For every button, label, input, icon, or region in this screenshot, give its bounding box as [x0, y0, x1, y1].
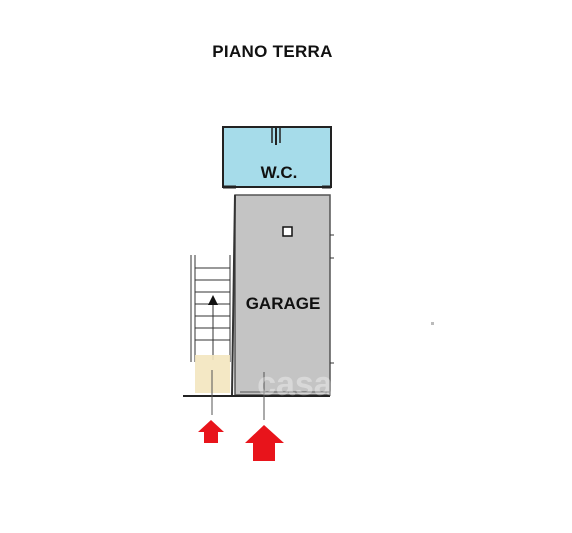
- staircase: [190, 255, 231, 362]
- stray-mark: [431, 322, 434, 325]
- garage-room: GARAGE: [231, 194, 334, 396]
- wc-label: W.C.: [261, 163, 298, 182]
- front-wall: [183, 370, 330, 420]
- garage-label: GARAGE: [246, 294, 321, 313]
- garage-wall-left: [231, 194, 236, 396]
- stair-direction-arrow-icon: [208, 295, 218, 305]
- garage-column: [282, 226, 293, 237]
- watermark-text: casa.it: [257, 365, 363, 403]
- entrance-arrow-garage-icon: [245, 425, 284, 461]
- entrance-arrow-stairs-icon: [198, 420, 224, 443]
- wc-room: W.C.: [222, 126, 332, 189]
- floor-title: PIANO TERRA: [212, 42, 333, 61]
